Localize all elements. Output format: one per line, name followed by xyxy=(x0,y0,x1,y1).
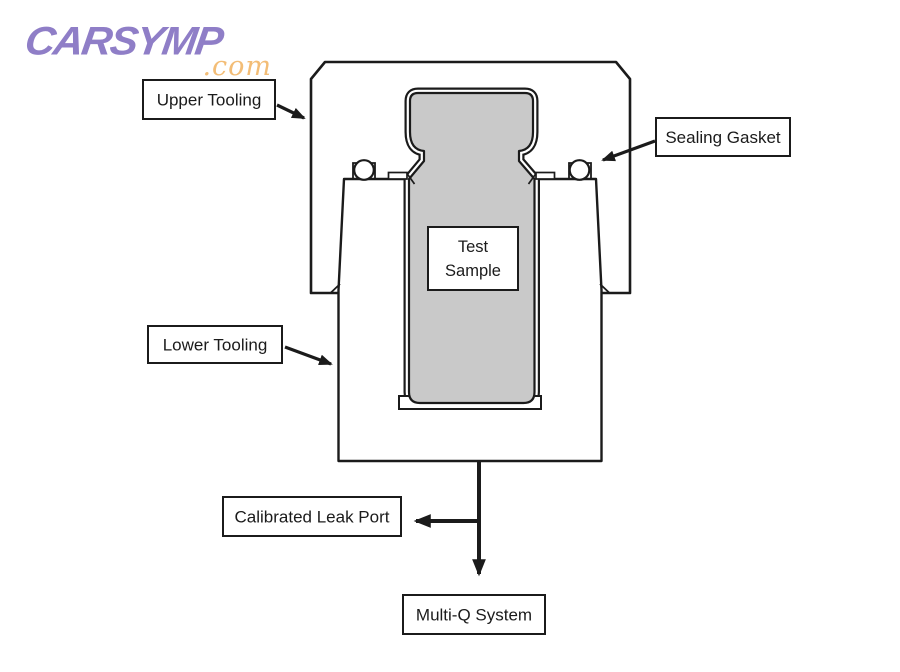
upper-tooling-arrow xyxy=(276,103,306,120)
lower-tooling-arrow xyxy=(284,345,333,366)
multi-q-system-label: Multi-Q System xyxy=(402,594,546,635)
calibrated-leak-port-label-text: Calibrated Leak Port xyxy=(235,508,390,527)
flange-seat-right xyxy=(527,171,556,185)
upper-tooling-label-box xyxy=(142,79,276,120)
calibrated-leak-port-label: Calibrated Leak Port xyxy=(222,496,402,537)
upper-tooling-right-chamfer xyxy=(599,283,610,294)
multi-q-system-label-box xyxy=(402,594,546,635)
sealing-gasket-arrow xyxy=(601,139,656,162)
sealing-gasket-label-box xyxy=(655,117,791,157)
lower-tooling-label-text: Lower Tooling xyxy=(163,336,268,355)
test-sample-label-line2: Sample xyxy=(445,262,501,280)
multi-q-system-label-text: Multi-Q System xyxy=(416,606,532,625)
upper-tooling-left-chamfer xyxy=(330,283,341,294)
test-sample-label-box xyxy=(427,226,519,291)
sealing-gasket-label-text: Sealing Gasket xyxy=(665,128,781,147)
upper-tooling-label-text: Upper Tooling xyxy=(157,91,262,110)
lower-tooling-label-box xyxy=(147,325,283,364)
upper-tooling-label: Upper Tooling xyxy=(142,79,276,120)
test-sample-label: Test Sample xyxy=(427,226,519,291)
test-sample-label-line1: Test xyxy=(458,238,489,256)
sealing-gasket-label: Sealing Gasket xyxy=(655,117,791,157)
sealing-gasket-right xyxy=(568,159,591,181)
flange-seat-left xyxy=(387,171,416,185)
calibrated-leak-port-label-box xyxy=(222,496,402,537)
sealing-gasket-left xyxy=(353,159,375,181)
lower-tooling-label: Lower Tooling xyxy=(147,325,283,364)
